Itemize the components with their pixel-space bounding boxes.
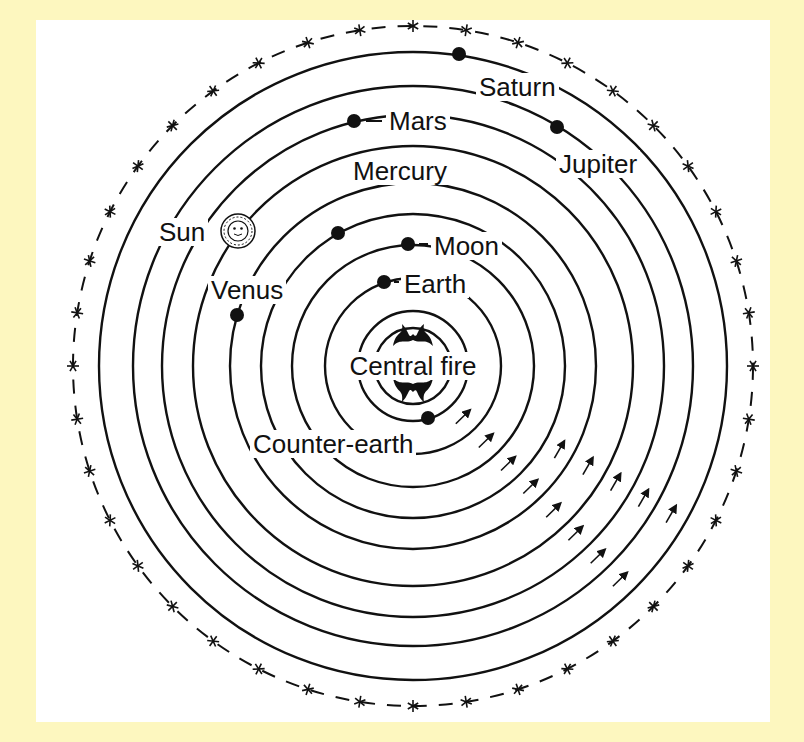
planet-label: Saturn	[476, 73, 559, 101]
planet-label: Mercury	[350, 157, 450, 185]
planet-label: Jupiter	[556, 150, 640, 178]
sun-label: Sun	[156, 218, 208, 246]
earth-label: Earth	[401, 270, 469, 298]
planet-label: Mars	[386, 107, 450, 135]
planet-label: Venus	[208, 276, 286, 304]
counter-earth-label: Counter-earth	[250, 430, 416, 458]
moon-label: Moon	[431, 232, 502, 260]
central-fire-label: Central fire	[346, 352, 479, 380]
